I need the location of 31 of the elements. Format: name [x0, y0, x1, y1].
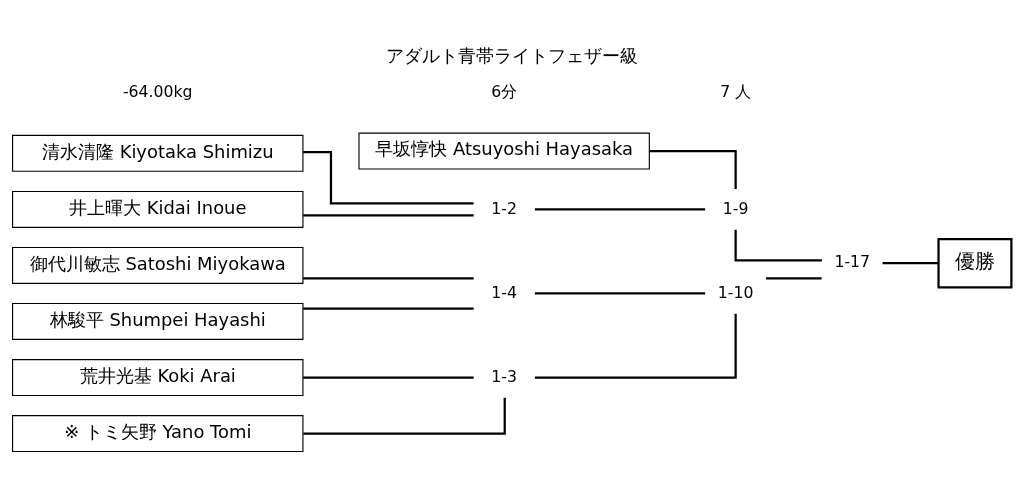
connector [303, 276, 474, 279]
node-box: 早坂惇快 Atsuyoshi Hayasaka [358, 132, 650, 170]
connector [765, 276, 822, 279]
connector [649, 149, 737, 189]
node-box: 林駿平 Shumpei Hayashi [12, 302, 304, 340]
connector [882, 261, 939, 264]
connector [303, 397, 506, 435]
connector [303, 306, 474, 310]
label: -64.00kg [122, 81, 193, 101]
connector [303, 150, 474, 205]
connector [534, 291, 706, 295]
node-text: 1-3 [491, 366, 517, 386]
label: 6分 [491, 81, 518, 101]
node-box: 井上暉大 Kidai Inoue [12, 190, 304, 228]
node-box: 荒井光基 Koki Arai [12, 358, 304, 396]
connector [534, 313, 737, 379]
connector [303, 213, 474, 216]
node-text: 1-2 [491, 198, 517, 218]
node-text: 1-4 [491, 282, 517, 302]
node-box: 清水清隆 Kiyotaka Shimizu [12, 134, 304, 172]
node-text: 1-17 [834, 251, 871, 271]
connector [734, 229, 822, 261]
diagram-title: アダルト青帯ライトフェザー級 [386, 44, 638, 66]
node-box: ※ トミ矢野 Yano Tomi [12, 414, 304, 452]
node-text: 1-9 [722, 198, 749, 218]
node-box: 優勝 [937, 237, 1013, 288]
node-box: 御代川敏志 Satoshi Miyokawa [12, 246, 304, 284]
label: 7 人 [720, 81, 752, 101]
connector [534, 207, 706, 210]
node-text: 1-10 [717, 282, 754, 302]
connector [303, 375, 474, 379]
